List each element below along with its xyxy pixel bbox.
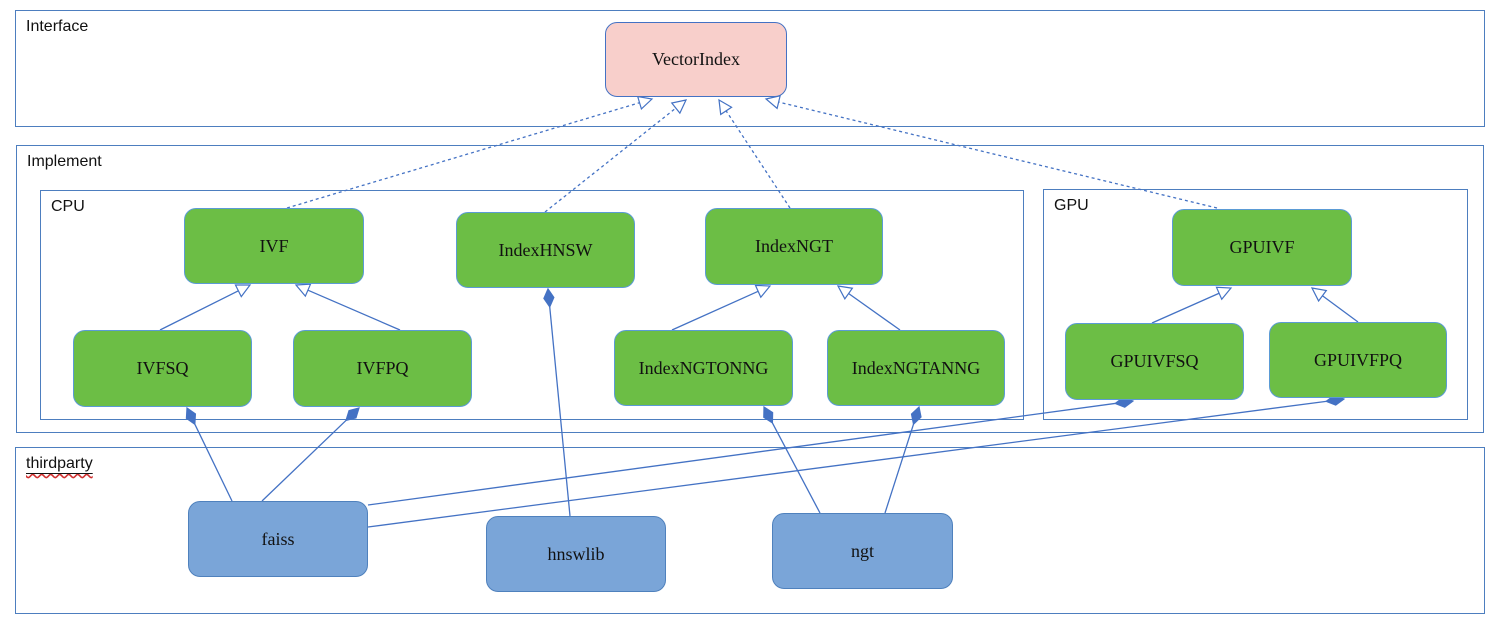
node-indexhnsw-label: IndexHNSW bbox=[498, 239, 593, 260]
node-gpuivf[interactable]: GPUIVF bbox=[1172, 209, 1352, 286]
node-gpuivfsq[interactable]: GPUIVFSQ bbox=[1065, 323, 1244, 400]
node-faiss[interactable]: faiss bbox=[188, 501, 368, 577]
node-faiss-label: faiss bbox=[261, 528, 295, 549]
node-indexngt[interactable]: IndexNGT bbox=[705, 208, 883, 285]
node-gpuivfpq[interactable]: GPUIVFPQ bbox=[1269, 322, 1447, 398]
spellcheck-squiggle: thirdparty bbox=[26, 455, 93, 472]
node-indexhnsw[interactable]: IndexHNSW bbox=[456, 212, 635, 288]
node-indexngtanng[interactable]: IndexNGTANNG bbox=[827, 330, 1005, 406]
node-ivfsq[interactable]: IVFSQ bbox=[73, 330, 252, 407]
node-vectorindex-label: VectorIndex bbox=[652, 49, 740, 69]
cpu-group-label: CPU bbox=[51, 198, 85, 215]
thirdparty-group-label-text: thirdparty bbox=[26, 455, 93, 472]
node-ngt[interactable]: ngt bbox=[772, 513, 953, 589]
node-ivfsq-label: IVFSQ bbox=[136, 358, 189, 378]
node-indexngt-label: IndexNGT bbox=[755, 236, 833, 256]
node-hnswlib-label: hnswlib bbox=[547, 543, 605, 564]
node-ivfpq[interactable]: IVFPQ bbox=[293, 330, 472, 407]
node-ngt-label: ngt bbox=[850, 540, 874, 561]
node-ivf-label: IVF bbox=[259, 235, 289, 256]
node-ivfpq-label: IVFPQ bbox=[356, 358, 409, 378]
node-gpuivfsq-label: GPUIVFSQ bbox=[1110, 351, 1199, 371]
node-indexngtonng-label: IndexNGTONNG bbox=[638, 357, 769, 378]
node-indexngtonng[interactable]: IndexNGTONNG bbox=[614, 330, 793, 406]
thirdparty-group-label: thirdparty bbox=[26, 455, 93, 473]
node-vectorindex[interactable]: VectorIndex bbox=[605, 22, 787, 97]
node-gpuivf-label: GPUIVF bbox=[1229, 237, 1295, 257]
node-gpuivfpq-label: GPUIVFPQ bbox=[1313, 349, 1403, 370]
interface-group-label: Interface bbox=[26, 18, 89, 35]
implement-group-label: Implement bbox=[27, 153, 102, 170]
node-indexngtanng-label: IndexNGTANNG bbox=[851, 357, 981, 378]
gpu-group-label: GPU bbox=[1054, 197, 1089, 214]
node-ivf[interactable]: IVF bbox=[184, 208, 364, 284]
node-hnswlib[interactable]: hnswlib bbox=[486, 516, 666, 592]
